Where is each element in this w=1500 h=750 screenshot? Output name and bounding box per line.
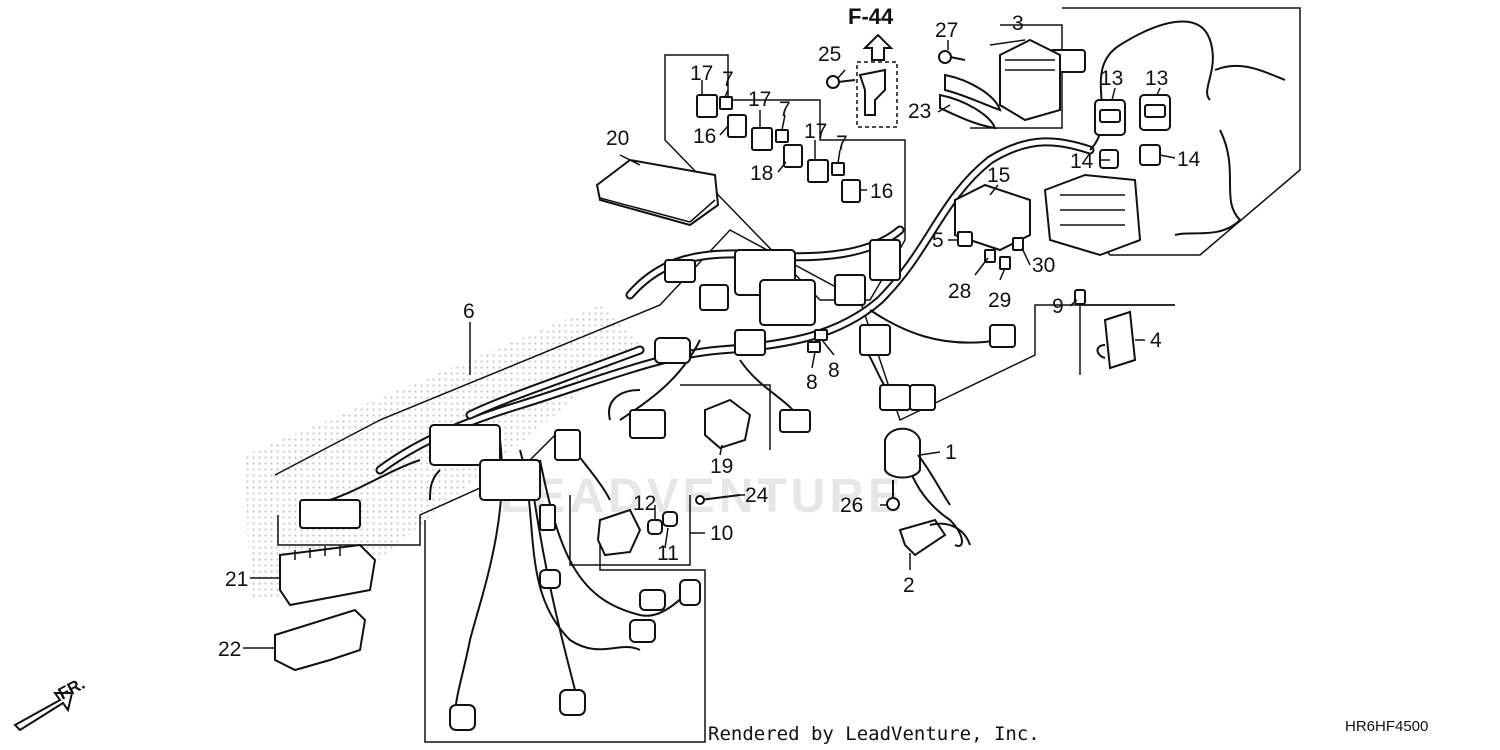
fuse-5 (957, 231, 973, 247)
credit-text: Rendered by LeadVenture, Inc. (708, 723, 1040, 745)
callout-22: 22 (218, 638, 241, 661)
bolt-24 (695, 494, 741, 505)
callout-13b: 13 (1145, 67, 1168, 90)
control-module-21 (279, 543, 377, 607)
callout-26: 26 (840, 494, 863, 517)
frame-ecu-group (970, 24, 1063, 129)
callout-27: 27 (935, 19, 958, 42)
diagram-code: HR6HF4500 (1345, 718, 1428, 735)
bolt-26 (886, 480, 900, 511)
fuse-8b (814, 329, 828, 341)
callout-19: 19 (710, 455, 733, 478)
callout-29: 29 (988, 289, 1011, 312)
front-direction-arrow: FR. (13, 674, 88, 732)
cap-14-left (1099, 149, 1119, 169)
callout-14a: 14 (1070, 150, 1094, 173)
callout-17a: 17 (690, 62, 713, 85)
callout-2: 2 (903, 574, 915, 597)
ecu-3 (999, 38, 1061, 122)
callout-7b: 7 (779, 98, 791, 121)
callout-18: 18 (750, 162, 773, 185)
callout-28: 28 (948, 280, 971, 303)
bolt-27 (938, 50, 966, 64)
callout-9: 9 (1052, 295, 1064, 318)
fuse-box-cover-20 (595, 158, 720, 227)
callout-7c: 7 (836, 132, 848, 155)
frame-relay-group (664, 54, 906, 301)
callout-25: 25 (818, 43, 841, 66)
fuse-30 (1012, 237, 1024, 251)
frame-item-10 (569, 384, 771, 566)
clip-9 (1074, 289, 1086, 305)
callout-8b: 8 (828, 359, 840, 382)
spark-plug-cap-2 (898, 518, 971, 557)
reference-f44-arrow: F-44 (848, 4, 894, 61)
callout-numbers: 17 7 16 17 7 18 17 7 16 20 25 27 3 23 13… (218, 12, 1201, 661)
clamp-23 (939, 73, 1002, 130)
frame-item-4 (1079, 304, 1175, 375)
callout-20: 20 (606, 127, 629, 150)
callout-5: 5 (932, 229, 944, 252)
bolt-25 (826, 75, 856, 89)
callout-14b: 14 (1177, 148, 1201, 171)
ignition-coil-1 (884, 427, 951, 506)
callout-1: 1 (945, 441, 957, 464)
callout-23: 23 (908, 100, 931, 123)
component-19 (704, 398, 752, 450)
callout-30: 30 (1032, 254, 1055, 277)
callout-6: 6 (463, 300, 475, 323)
collar-11 (662, 511, 678, 527)
grommet-12 (647, 519, 663, 535)
fuse-29 (999, 256, 1011, 270)
relay-group (696, 94, 861, 203)
main-junction-box (1043, 173, 1142, 257)
cap-14-right (1139, 144, 1161, 166)
sensor-10 (596, 508, 642, 557)
callout-24: 24 (745, 484, 769, 507)
callout-17c: 17 (804, 120, 827, 143)
bracket-f44 (856, 61, 898, 128)
reference-label: F-44 (848, 4, 894, 29)
callout-7a: 7 (722, 68, 734, 91)
callout-8a: 8 (806, 371, 818, 394)
switch-13-left (1094, 99, 1126, 136)
switch-13-right (1139, 94, 1171, 131)
callout-3: 3 (1012, 12, 1024, 35)
callout-11: 11 (657, 542, 679, 565)
callout-12: 12 (633, 492, 656, 515)
harness-connectors (299, 49, 1086, 731)
callout-15: 15 (987, 164, 1010, 187)
callout-10: 10 (710, 522, 733, 545)
callout-13a: 13 (1100, 67, 1123, 90)
component-4 (1096, 310, 1137, 370)
callout-21: 21 (225, 568, 248, 591)
callout-17b: 17 (748, 88, 771, 111)
module-cover-22 (274, 608, 367, 672)
leader-lines (243, 39, 1176, 649)
callout-4: 4 (1150, 329, 1162, 352)
callout-16a: 16 (693, 125, 716, 148)
fuse-8a (807, 341, 821, 353)
frame-lower-harness (424, 520, 706, 743)
callout-16b: 16 (870, 180, 893, 203)
